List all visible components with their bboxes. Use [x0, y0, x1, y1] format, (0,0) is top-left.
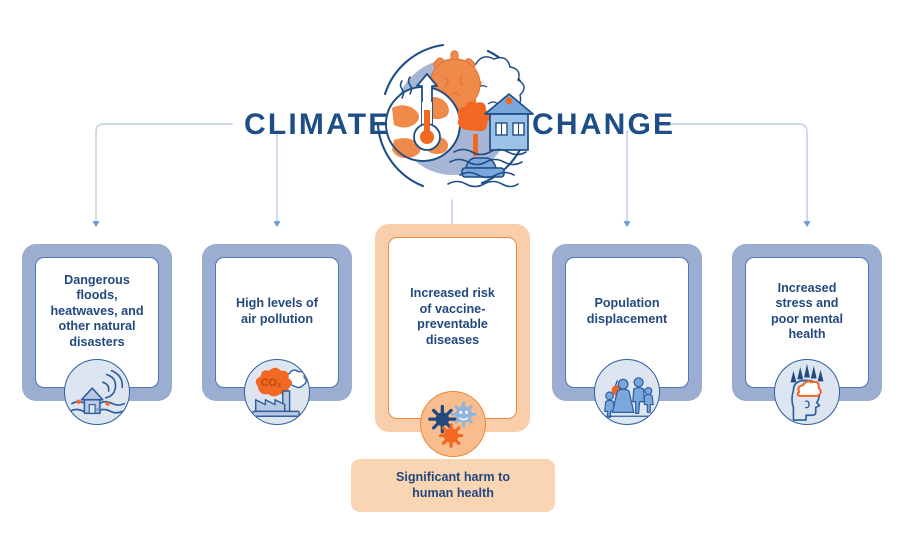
globe-thermometer-virus-flood-icon — [376, 43, 534, 188]
outcome-label: Significant harm to human health — [395, 470, 511, 500]
card-inner: Population displacement — [565, 257, 689, 388]
outcome-banner: Significant harm to human health — [351, 459, 555, 512]
displaced-family-icon — [594, 359, 660, 425]
svg-text:CO₂: CO₂ — [261, 377, 282, 389]
card-label: Increased stress and poor mental health — [770, 280, 844, 342]
card-label: High levels of air pollution — [236, 296, 318, 326]
card-air-pollution[interactable]: High levels of air pollution CO₂ — [202, 244, 352, 425]
card-label: Increased risk of vaccine- preventable d… — [410, 286, 495, 347]
card-mental-health[interactable]: Increased stress and poor mental health — [732, 244, 882, 425]
co2-factory-icon: CO₂ — [244, 359, 310, 425]
card-inner: Increased risk of vaccine- preventable d… — [388, 237, 517, 419]
title-climate: CLIMATE — [244, 108, 391, 141]
card-label: Population displacement — [586, 296, 668, 326]
virus-germs-icon — [419, 391, 486, 457]
flood-house-icon — [64, 359, 130, 425]
card-label: Dangerous floods, heatwaves, and other n… — [50, 272, 144, 349]
card-dangerous-floods[interactable]: Dangerous floods, heatwaves, and other n… — [22, 244, 172, 425]
card-vaccine-preventable-diseases[interactable]: Increased risk of vaccine- preventable d… — [375, 224, 530, 457]
title-change: CHANGE — [532, 108, 676, 141]
card-population-displacement[interactable]: Population displacement — [552, 244, 702, 425]
stressed-head-brain-icon — [774, 359, 840, 425]
